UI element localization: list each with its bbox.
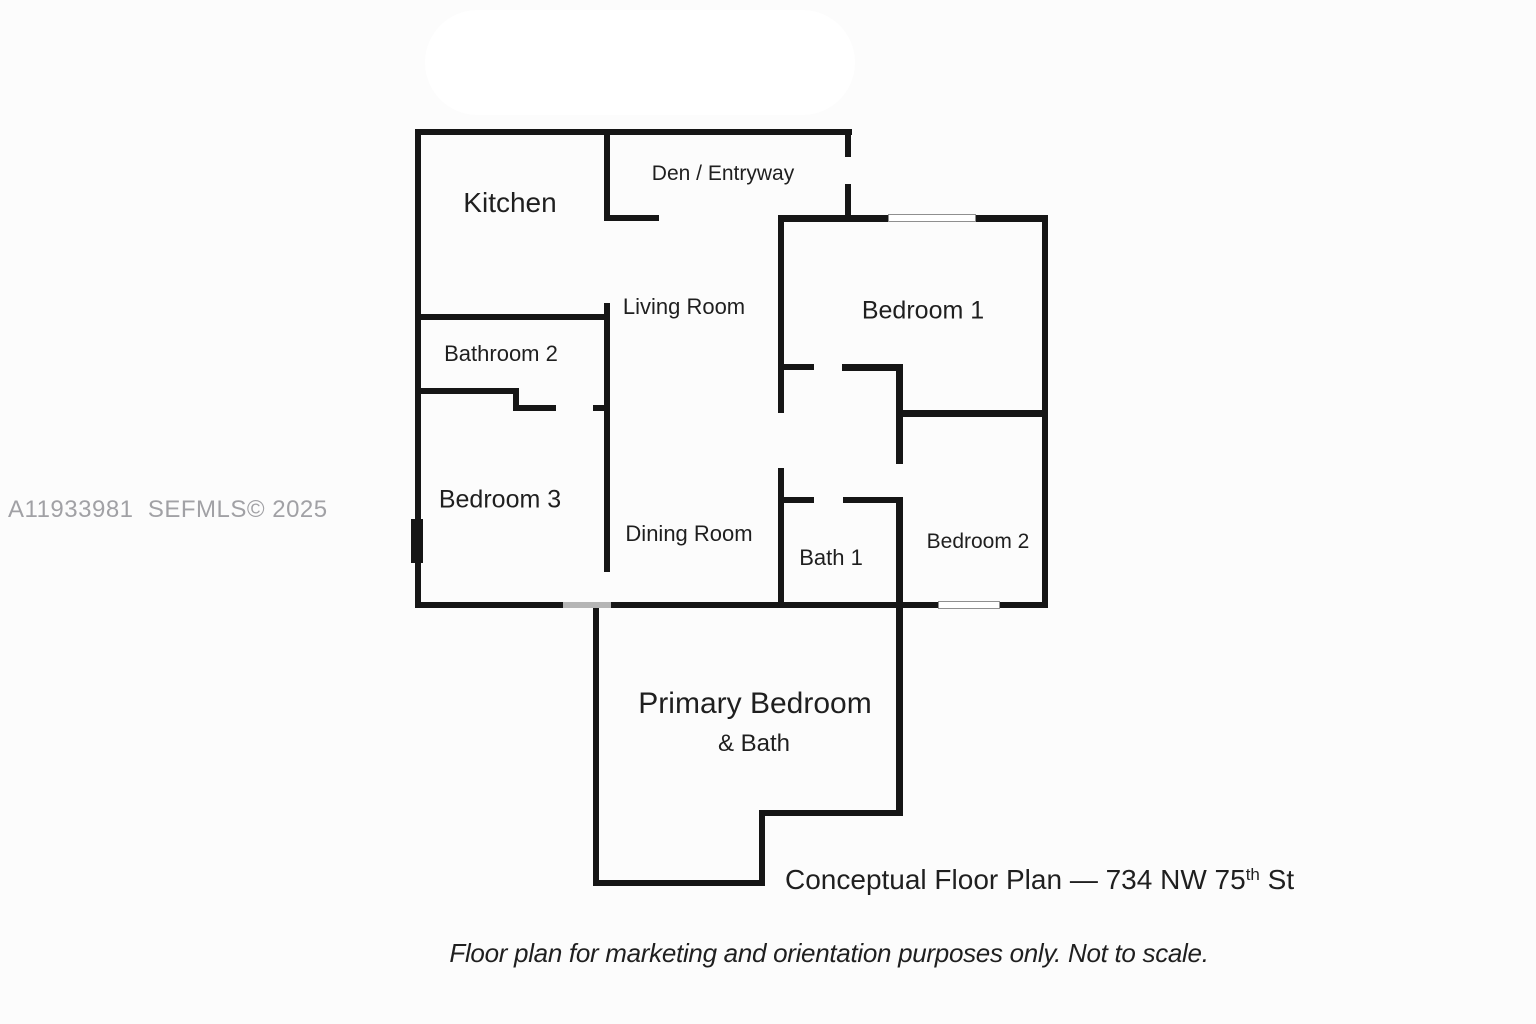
- wall-bath1-left: [778, 468, 784, 608]
- room-label-bedroom2: Bedroom 2: [926, 530, 1030, 553]
- room-label-den-entryway: Den / Entryway: [651, 162, 795, 185]
- wall-bedroom1-bottom-left: [778, 364, 814, 370]
- wall-bottom-exterior: [415, 602, 1048, 608]
- background-artifact: [425, 10, 855, 115]
- wall-living-dining-divider: [604, 303, 610, 572]
- wall-bath1-top-left: [778, 497, 814, 503]
- plan-title-superscript: th: [1245, 865, 1260, 884]
- wall-bathroom2-bottom: [415, 388, 519, 394]
- wall-primary-left: [593, 602, 599, 886]
- disclaimer-text: Floor plan for marketing and orientation…: [449, 938, 1209, 968]
- plan-title: Conceptual Floor Plan — 734 NW 75th St: [785, 864, 1294, 896]
- wall-bedroom1-left: [778, 215, 784, 413]
- room-label-bedroom3: Bedroom 3: [438, 485, 562, 514]
- wall-bedroom3-door-stub: [593, 405, 606, 411]
- wall-bath1-top-right: [843, 497, 903, 503]
- wall-kitchen-den-divider: [604, 129, 610, 221]
- wall-den-bottom-stub: [604, 215, 659, 221]
- wall-primary-step-vertical: [759, 810, 765, 886]
- room-label-dining-room: Dining Room: [625, 521, 753, 546]
- wall-primary-step-horizontal: [759, 810, 903, 816]
- wall-kitchen-bottom: [415, 314, 610, 320]
- wall-bedroom1-bedroom2-divider: [896, 410, 1048, 417]
- wall-den-right-upper: [845, 129, 851, 157]
- room-label-primary-bath: & Bath: [717, 730, 791, 757]
- window-bedroom3-marker: [411, 519, 423, 563]
- room-label-kitchen: Kitchen: [463, 187, 557, 218]
- room-label-bedroom1: Bedroom 1: [861, 296, 985, 325]
- mls-watermark: A11933981 SEFMLS© 2025: [8, 496, 328, 523]
- plan-title-suffix: St: [1259, 864, 1295, 895]
- wall-den-right-lower: [845, 184, 851, 221]
- room-label-bath1: Bath 1: [799, 545, 863, 570]
- wall-primary-right: [896, 602, 903, 816]
- room-label-primary-bedroom: Primary Bedroom: [638, 687, 872, 720]
- wall-primary-bottom: [593, 880, 765, 886]
- opening-bottom-wall: [563, 602, 611, 608]
- room-label-living-room: Living Room: [622, 294, 746, 319]
- window-bedroom2-marker: [938, 601, 1000, 609]
- window-bedroom1-marker: [888, 214, 976, 222]
- wall-bedroom1-bottom-right: [842, 364, 903, 371]
- wall-top-exterior: [415, 129, 852, 135]
- wall-bathroom2-step-horizontal: [513, 405, 556, 411]
- room-label-bathroom2: Bathroom 2: [444, 341, 558, 366]
- wall-bath1-right: [896, 497, 903, 608]
- plan-title-prefix: Conceptual Floor Plan — 734 NW 75: [785, 864, 1246, 895]
- wall-left-exterior: [415, 129, 421, 608]
- wall-bathroom2-step-vertical: [513, 388, 519, 411]
